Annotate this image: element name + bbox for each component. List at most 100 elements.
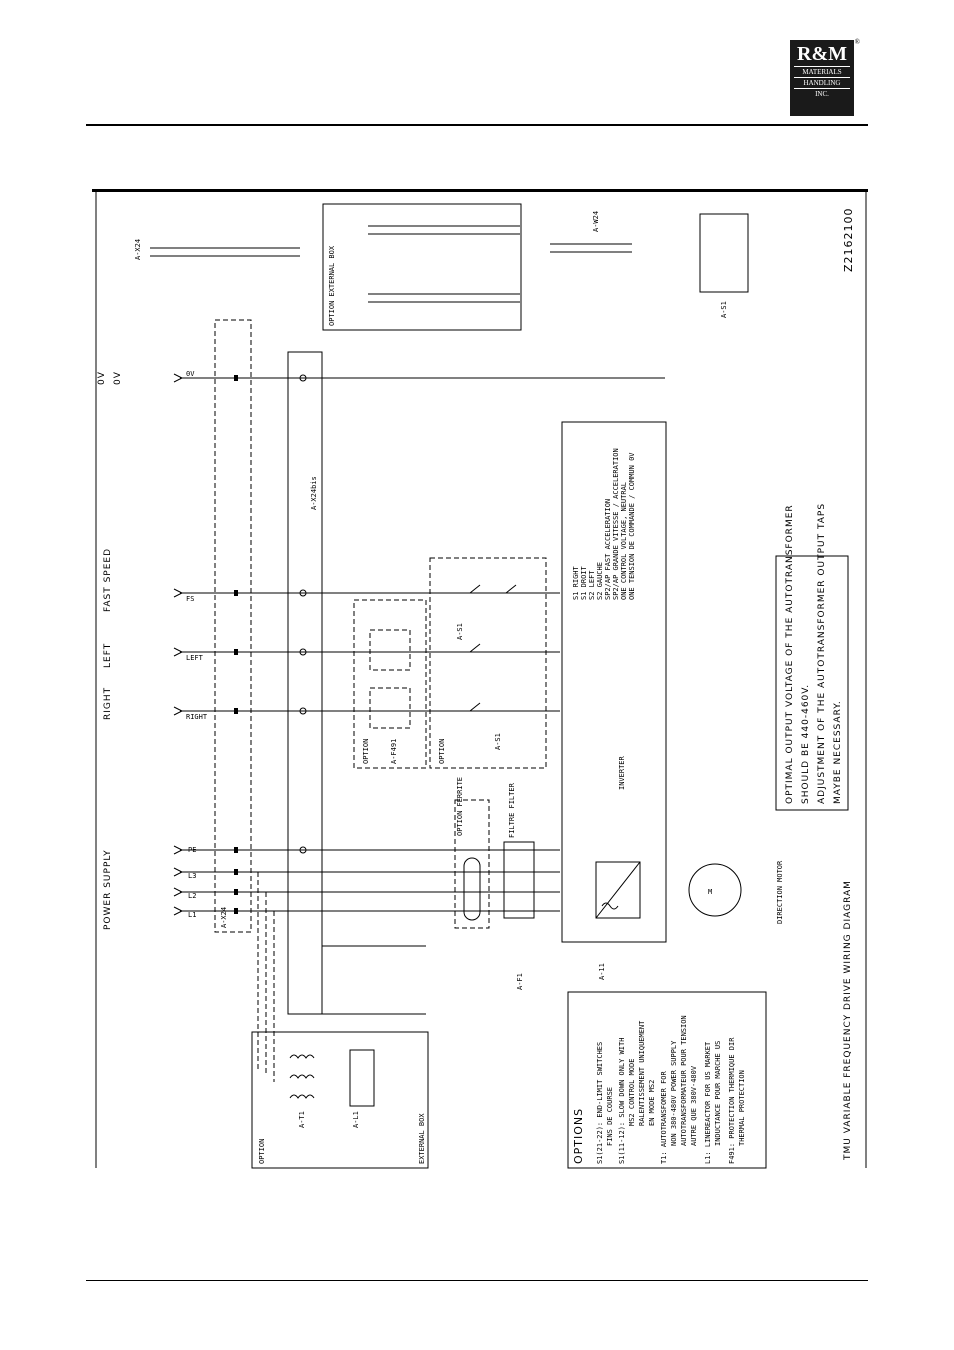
filter-label: FILTRE FILTER bbox=[508, 782, 516, 838]
inverter-box bbox=[561, 421, 667, 943]
svg-text:SP2/AP FAST ACCELERATION: SP2/AP FAST ACCELERATION bbox=[604, 499, 612, 600]
note-text: OPTIMAL OUTPUT VOLTAGE OF THE AUTOTRANSF… bbox=[785, 503, 843, 804]
svg-text:S2 GAUCHE: S2 GAUCHE bbox=[596, 562, 604, 600]
ax24bis-label: A-X24bis bbox=[310, 476, 318, 510]
svg-text:L1: LINEREACTOR FOR US MARKET: L1: LINEREACTOR FOR US MARKET bbox=[704, 1041, 712, 1164]
logo-line3: INC. bbox=[794, 88, 850, 99]
ax24-top-strip bbox=[150, 247, 300, 257]
svg-text:AUTOTRANSFORMATEUR POUR TENSIO: AUTOTRANSFORMATEUR POUR TENSION bbox=[680, 1015, 688, 1146]
label-left: LEFT bbox=[103, 643, 113, 668]
aw24-label: A-W24 bbox=[592, 211, 600, 232]
af491-option-box bbox=[353, 599, 427, 769]
a11-label: A-11 bbox=[598, 963, 606, 980]
external-box-bottom bbox=[251, 1031, 429, 1169]
option-label-bottom: OPTION bbox=[258, 1139, 266, 1164]
ax24-strip bbox=[214, 319, 252, 933]
registered-mark: ® bbox=[854, 38, 860, 46]
af1-label: A-F1 bbox=[516, 973, 524, 990]
ax24bis-strip bbox=[287, 351, 323, 1015]
af491-contact-2 bbox=[369, 629, 411, 671]
terminal-l3: L3 bbox=[188, 872, 196, 880]
svg-text:SP2/AP GRANDE VITESSE / ACCELE: SP2/AP GRANDE VITESSE / ACCELERATION bbox=[612, 448, 620, 600]
terminal-l1: L1 bbox=[188, 911, 196, 919]
options-title: OPTIONS bbox=[572, 1108, 585, 1164]
terminal-left: LEFT bbox=[186, 654, 204, 662]
as1-block-top bbox=[699, 213, 749, 293]
footer-rule bbox=[86, 1280, 868, 1281]
svg-text:ONE TENSION DE COMMANDE / COMM: ONE TENSION DE COMMANDE / COMMUN 0V bbox=[628, 452, 636, 600]
ax24bis-terminals bbox=[299, 374, 307, 854]
as1-label-1: A-S1 bbox=[456, 623, 464, 640]
header-rule bbox=[86, 124, 868, 126]
ferrite-box bbox=[454, 799, 490, 929]
at1-label: A-T1 bbox=[298, 1111, 306, 1128]
note-box bbox=[775, 555, 849, 811]
svg-text:S1(11-12): SLOW DOWN ONLY WITH: S1(11-12): SLOW DOWN ONLY WITH bbox=[618, 1038, 626, 1164]
company-logo: ® R&M MATERIALS HANDLING INC. bbox=[790, 38, 860, 116]
label-power-supply: POWER SUPPLY bbox=[103, 849, 113, 930]
ext-box-terminal-rows bbox=[368, 225, 520, 303]
as1-label-2: A-S1 bbox=[494, 733, 502, 750]
terminal-0v: 0V bbox=[186, 370, 195, 378]
logo-brand: R&M bbox=[797, 43, 847, 65]
diagram-top-rule bbox=[92, 189, 868, 192]
svg-text:EN MODE MS2: EN MODE MS2 bbox=[648, 1080, 656, 1126]
ext-box-option-label: OPTION EXTERNAL BOX bbox=[328, 245, 336, 326]
svg-text:INDUCTANCE POUR MARCHE US: INDUCTANCE POUR MARCHE US bbox=[714, 1041, 722, 1146]
svg-text:ADJUSTMENT OF THE AUTOTRANSFOR: ADJUSTMENT OF THE AUTOTRANSFORMER OUTPUT… bbox=[817, 503, 827, 804]
drawing-number: Z2162100 bbox=[842, 207, 855, 272]
terminal-l2: L2 bbox=[188, 892, 196, 900]
as1-label-top: A-S1 bbox=[720, 301, 728, 318]
inverter-label: INVERTER bbox=[618, 755, 626, 790]
logo-line2: HANDLING bbox=[794, 77, 850, 88]
svg-text:MS2 CONTROL MODE: MS2 CONTROL MODE bbox=[628, 1059, 636, 1126]
s1-option-box bbox=[429, 557, 547, 769]
options-list: S1(21-22): END-LIMIT SWITCHES FINS DE CO… bbox=[596, 1015, 746, 1164]
at1-coils bbox=[289, 1054, 315, 1099]
terminal-arrows bbox=[173, 373, 184, 916]
motor-m: M bbox=[708, 888, 712, 896]
s1-contacts bbox=[469, 584, 517, 712]
label-0v-2: 0V bbox=[113, 371, 123, 385]
af491-option-label: OPTION bbox=[362, 739, 370, 764]
logo-line1: MATERIALS bbox=[794, 66, 850, 77]
svg-text:SHOULD BE 440-460V.: SHOULD BE 440-460V. bbox=[801, 684, 811, 804]
svg-text:F491: PROTECTION THERMIQUE DIR: F491: PROTECTION THERMIQUE DIR bbox=[728, 1037, 736, 1164]
options-box bbox=[567, 991, 767, 1169]
svg-text:S1 RIGHT: S1 RIGHT bbox=[572, 565, 580, 600]
ax24-terminals bbox=[234, 375, 238, 914]
al1-reactor bbox=[349, 1049, 375, 1107]
ferrite-core bbox=[463, 857, 481, 921]
svg-text:S2 LEFT: S2 LEFT bbox=[588, 570, 596, 600]
motor-symbol bbox=[688, 863, 742, 917]
af491-contact-1 bbox=[369, 687, 411, 729]
ferrite-label: OPTION FERRITE bbox=[456, 777, 464, 836]
external-box-label: EXTERNAL BOX bbox=[418, 1113, 426, 1164]
label-fast-speed: FAST SPEED bbox=[103, 548, 113, 612]
svg-text:ONE CONTROL VOLTAGE, NEUTRAL: ONE CONTROL VOLTAGE, NEUTRAL bbox=[620, 482, 628, 600]
label-right: RIGHT bbox=[103, 687, 113, 720]
label-0v: 0V bbox=[97, 371, 107, 385]
svg-text:S1 DROIT: S1 DROIT bbox=[580, 565, 588, 600]
svg-text:THERMAL PROTECTION: THERMAL PROTECTION bbox=[738, 1070, 746, 1146]
al1-label: A-L1 bbox=[352, 1111, 360, 1128]
ax24-label: A-X24 bbox=[220, 907, 228, 928]
svg-text:S1(21-22): END-LIMIT SWITCHES: S1(21-22): END-LIMIT SWITCHES bbox=[596, 1042, 604, 1164]
svg-text:T1: AUTOTRANSFOMER FOR: T1: AUTOTRANSFOMER FOR bbox=[660, 1070, 668, 1164]
s1-option-label: OPTION bbox=[438, 739, 446, 764]
svg-text:MAYBE NECESSARY.: MAYBE NECESSARY. bbox=[833, 700, 843, 804]
inverter-symbol bbox=[595, 861, 641, 919]
terminal-fs: FS bbox=[186, 595, 194, 603]
ext-box-option bbox=[322, 203, 522, 331]
signal-lines bbox=[180, 377, 665, 912]
aw24-block bbox=[550, 243, 632, 253]
dashed-feed-lines bbox=[257, 872, 426, 1082]
svg-text:FINS DE COURSE: FINS DE COURSE bbox=[606, 1087, 614, 1146]
motor-label: DIRECTION MOTOR bbox=[776, 860, 784, 924]
diagram-title: TMU VARIABLE FREQUENCY DRIVE WIRING DIAG… bbox=[843, 880, 853, 1161]
svg-text:AUTRE QUE 380V-480V: AUTRE QUE 380V-480V bbox=[690, 1065, 698, 1146]
filter-box bbox=[503, 841, 535, 919]
ax24-top-label: A-X24 bbox=[134, 239, 142, 260]
terminal-right: RIGHT bbox=[186, 713, 208, 721]
